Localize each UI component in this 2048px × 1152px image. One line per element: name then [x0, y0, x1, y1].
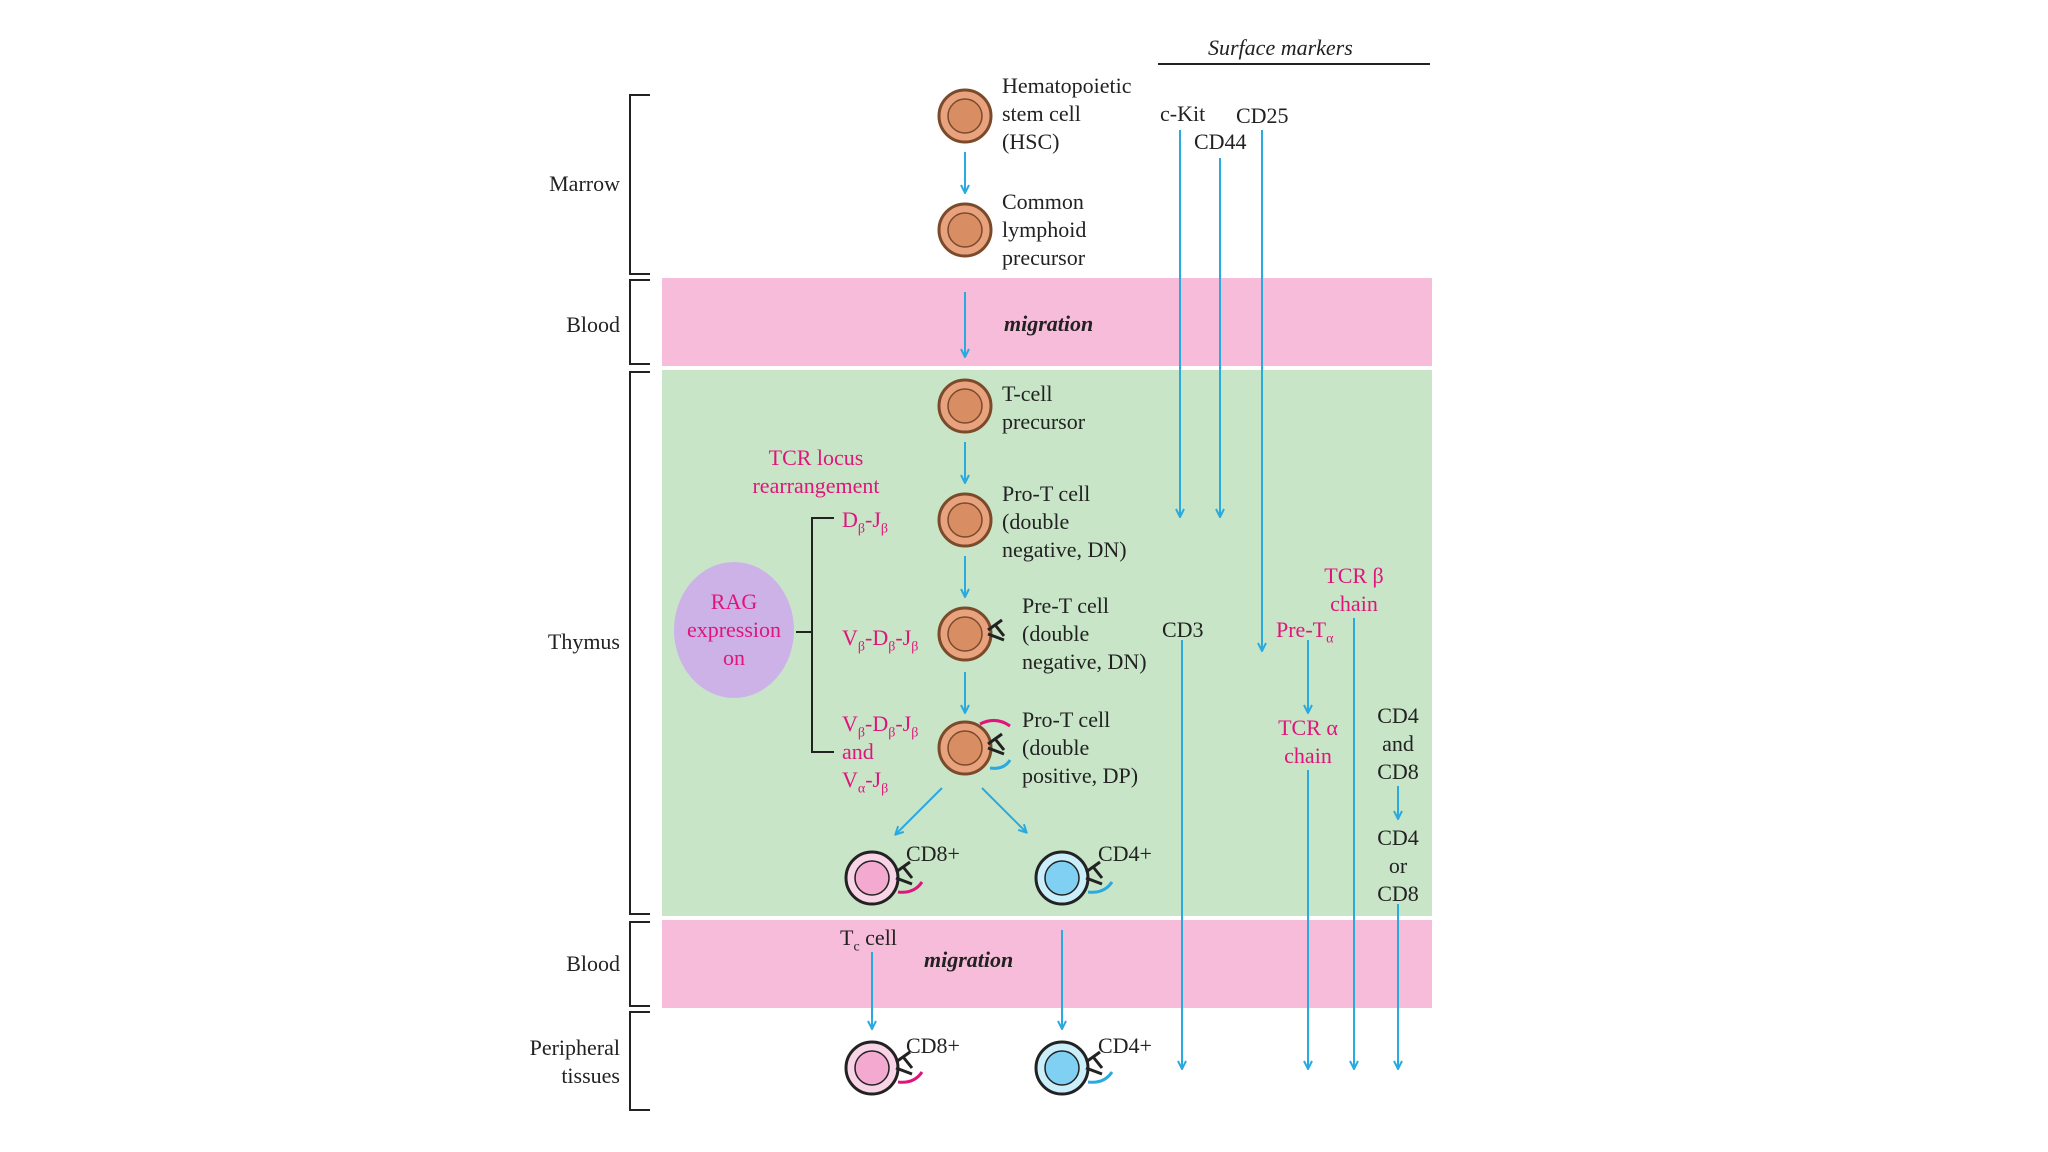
marker-cd44: CD44	[1194, 129, 1247, 154]
label-cd8-thymus: CD8+	[906, 841, 960, 866]
cell-hsc	[937, 88, 993, 144]
cell-cd8-periph	[844, 1040, 924, 1096]
tcr-rearrangement-bracket	[796, 517, 834, 753]
migration-label-bottom: migration	[924, 947, 1014, 972]
marker-pre-t-alpha: Pre-Tα	[1276, 617, 1334, 647]
tcr-vb-db-jb-and-va-jb: Vβ-Dβ-Jβ and Vα-Jβ	[842, 711, 919, 797]
cell-cd4-thymus	[1034, 850, 1114, 906]
cell-tcp	[937, 378, 993, 434]
region-marrow: Marrow	[549, 171, 620, 196]
tcr-vb-db-jb: Vβ-Dβ-Jβ	[842, 625, 919, 655]
tcr-db-jb: Dβ-Jβ	[842, 507, 889, 537]
label-cd8-periph: CD8+	[906, 1033, 960, 1058]
region-brackets	[629, 94, 650, 1111]
cell-cd8-thymus	[844, 850, 924, 906]
cell-pro-t-dp	[937, 719, 1012, 776]
surface-markers-header: Surface markers	[1208, 35, 1353, 60]
label-cd4-periph: CD4+	[1098, 1033, 1152, 1058]
migration-label-top: migration	[1004, 311, 1094, 336]
marker-arrows	[1180, 130, 1398, 1068]
region-peripheral: Peripheral tissues	[529, 1035, 620, 1088]
cell-clp	[937, 202, 993, 258]
cell-cd4-periph	[1034, 1040, 1114, 1096]
marker-ckit: c-Kit	[1160, 101, 1206, 126]
cell-pre-t-dn	[937, 606, 1006, 662]
label-tc-cell: Tc cell	[840, 925, 897, 955]
blood-band-bottom	[662, 920, 1432, 1008]
region-blood-top: Blood	[566, 312, 620, 337]
cell-pro-t-dn	[937, 492, 993, 548]
marker-cd25: CD25	[1236, 103, 1289, 128]
rag-expression-circle	[674, 562, 794, 698]
label-cd4-thymus: CD4+	[1098, 841, 1152, 866]
blood-band-top	[662, 278, 1432, 366]
region-thymus: Thymus	[547, 629, 620, 654]
marker-cd3: CD3	[1162, 617, 1204, 642]
region-blood-bottom: Blood	[566, 951, 620, 976]
development-arrows	[872, 152, 1062, 1028]
